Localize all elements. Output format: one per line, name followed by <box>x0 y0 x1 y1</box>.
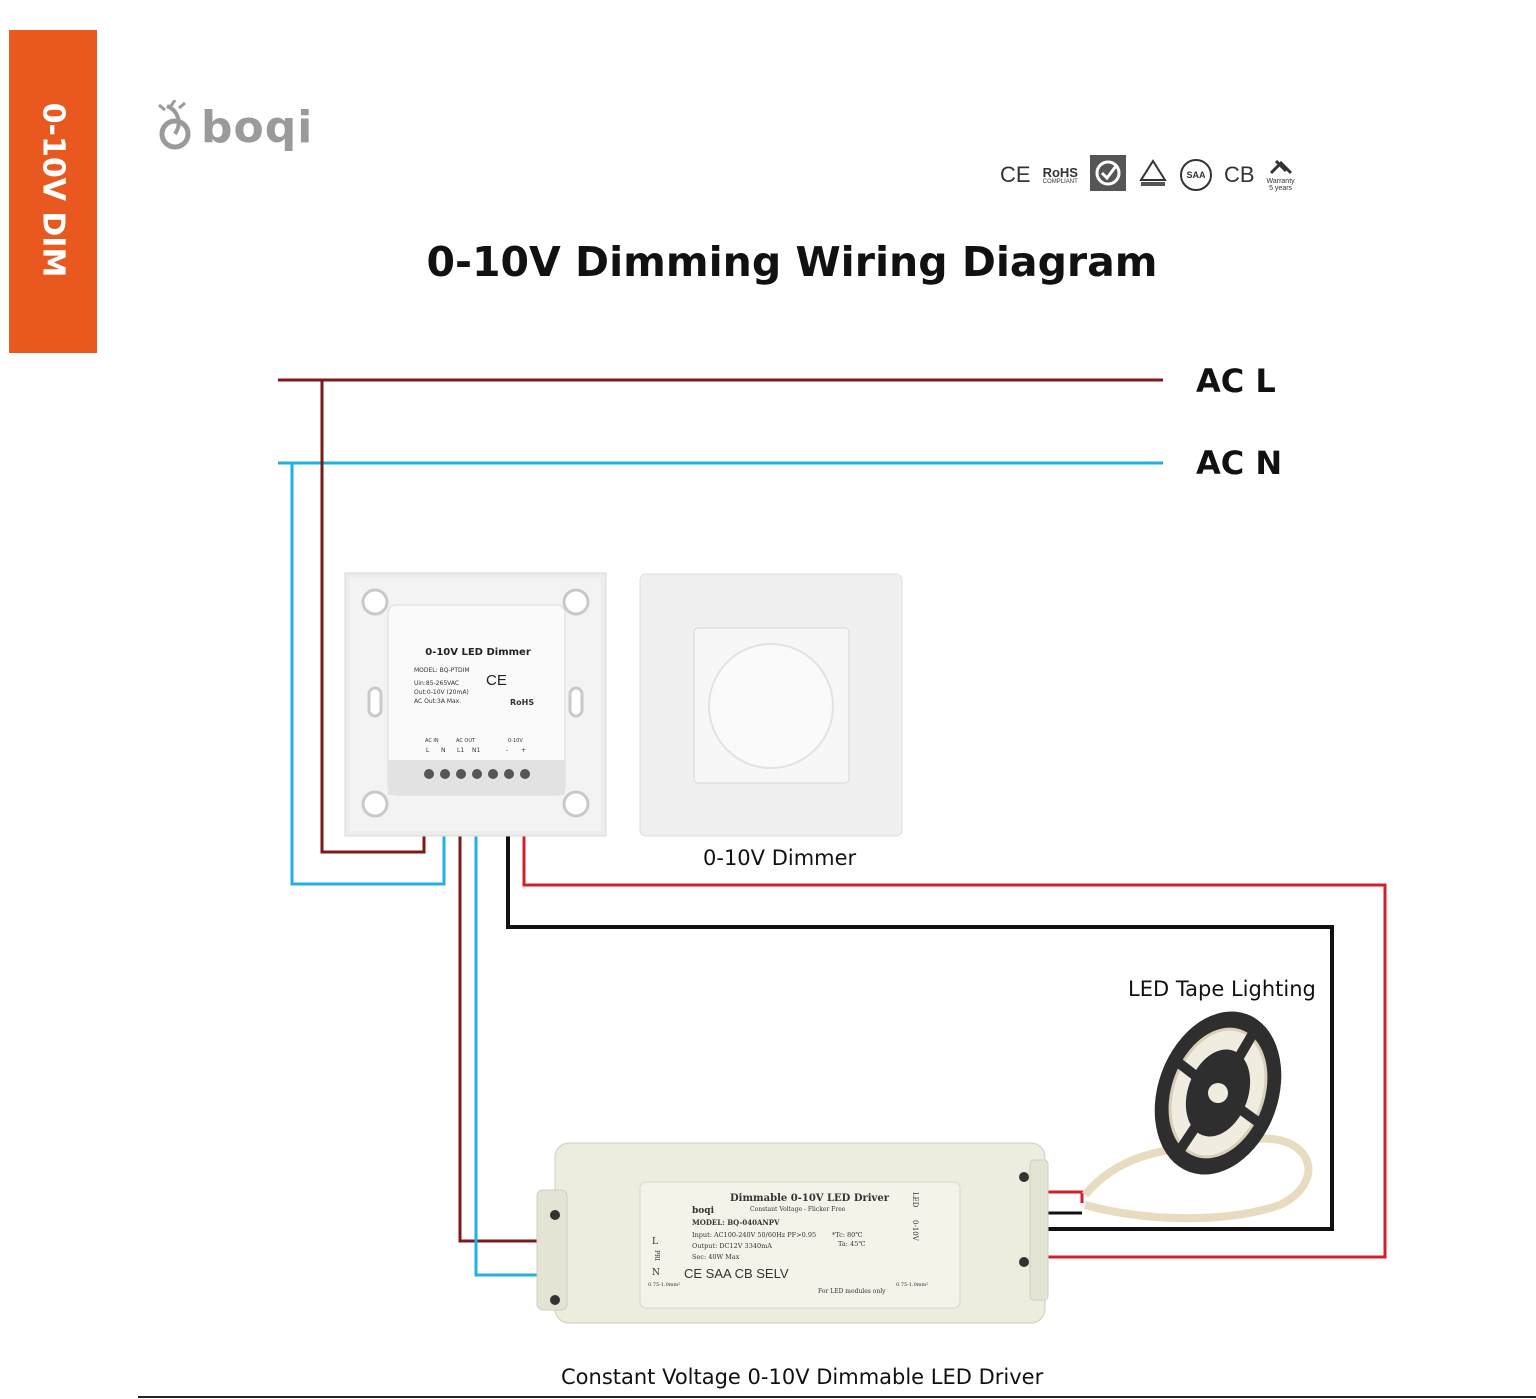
cb-mark-icon: CB <box>1223 162 1255 187</box>
wire-led-positive <box>1045 1190 1084 1203</box>
led-driver: boqi Dimmable 0-10V LED Driver Constant … <box>536 1142 1049 1324</box>
driver-subtitle: Constant Voltage - Flicker Free <box>750 1206 846 1213</box>
certification-bar: CE RoHS COMPLIANT SAA CB Warranty 5 year… <box>1000 154 1295 196</box>
driver-caption: Constant Voltage 0-10V Dimmable LED Driv… <box>561 1365 1044 1389</box>
driver-pri-label: PRI <box>653 1250 660 1262</box>
wire-live-out <box>458 793 540 1243</box>
wire-neutral-in <box>290 463 446 886</box>
driver-sec: Sec: 40W Max <box>692 1253 740 1261</box>
mounting-hole <box>361 588 590 818</box>
driver-model: MODEL: BQ-040ANPV <box>692 1218 780 1227</box>
dimmer-front <box>639 573 903 837</box>
terminal-screw <box>424 769 530 779</box>
driver-marks: CE SAA CB SELV <box>684 1266 789 1281</box>
wire-neutral-out <box>474 793 540 1277</box>
driver-tc: *Tc: 80℃ <box>832 1231 863 1239</box>
rohs-icon: RoHS COMPLIANT <box>1042 164 1078 185</box>
warranty-icon: Warranty 5 years <box>1267 158 1295 192</box>
ac-n-label: AC N <box>1196 444 1283 482</box>
driver-ta: Ta: 45℃ <box>838 1240 866 1248</box>
diagram-title: 0-10V Dimming Wiring Diagram <box>426 238 1158 286</box>
wire-dim-negative <box>506 793 1334 1231</box>
logo-text: boqi <box>201 102 314 153</box>
driver-wire-right: 0.75-1.0mm² <box>896 1282 928 1288</box>
driver-brand: boqi <box>692 1206 715 1216</box>
led-tape-caption: LED Tape Lighting <box>1128 977 1316 1001</box>
driver-wire-left: 0.75-1.0mm² <box>648 1282 680 1288</box>
driver-title: Dimmable 0-10V LED Driver <box>730 1193 890 1204</box>
side-tab: 0-10V DIM <box>9 30 97 353</box>
terminal-label: - <box>506 747 508 754</box>
tuv-triangle-icon <box>1138 158 1168 193</box>
driver-terminal-n: N <box>652 1268 660 1278</box>
rcm-check-icon <box>1089 154 1126 196</box>
terminal-group-label: 0-10V <box>508 738 523 744</box>
driver-led-label: LED <box>911 1192 919 1208</box>
led-tape-reel <box>1081 1011 1313 1223</box>
dimmer-back: 0-10V LED Dimmer MODEL: BQ-PTDIM Uin:85-… <box>344 572 607 837</box>
driver-dim-label: 0-10V <box>911 1220 919 1242</box>
dimmer-caption: 0-10V Dimmer <box>703 846 857 870</box>
wire-dim-positive <box>522 793 1387 1259</box>
bottom-divider <box>138 1396 1536 1398</box>
ce-mark-icon: CE <box>1000 162 1031 187</box>
dimmer-back-model: MODEL: BQ-PTDIM <box>414 667 470 674</box>
terminal-group-label: AC OUT <box>456 738 476 744</box>
ac-l-label: AC L <box>1196 362 1276 400</box>
driver-output: Output: DC12V 3340mA <box>692 1242 772 1250</box>
dimmer-back-title: 0-10V LED Dimmer <box>425 647 531 658</box>
terminal-label: N <box>441 747 446 754</box>
saa-icon: SAA <box>1179 159 1212 191</box>
terminal-label: + <box>521 747 526 754</box>
terminal-group-label: AC IN <box>425 738 439 744</box>
dimmer-back-spec: Out:0-10V (20mA) <box>414 689 469 696</box>
boqi-logo: boqi <box>153 100 313 155</box>
terminal-label: N1 <box>472 747 480 754</box>
driver-terminal-l: L <box>652 1237 658 1247</box>
dimmer-back-ce: CE <box>486 672 507 689</box>
driver-screw <box>550 1172 1029 1305</box>
terminal-label: L1 <box>457 747 464 754</box>
terminal-label: L <box>426 747 430 754</box>
dimmer-back-spec: Uin:85-265VAC <box>414 680 459 687</box>
driver-footnote: For LED modules only <box>818 1288 886 1295</box>
driver-input: Input: AC100-240V 50/60Hz PF>0.95 <box>692 1231 816 1239</box>
dimmer-back-rohs: RoHS <box>510 698 534 707</box>
boqi-swirl-icon <box>158 100 191 150</box>
dimmer-knob <box>708 643 834 769</box>
dimmer-back-spec: AC Out:3A Max. <box>414 698 461 705</box>
